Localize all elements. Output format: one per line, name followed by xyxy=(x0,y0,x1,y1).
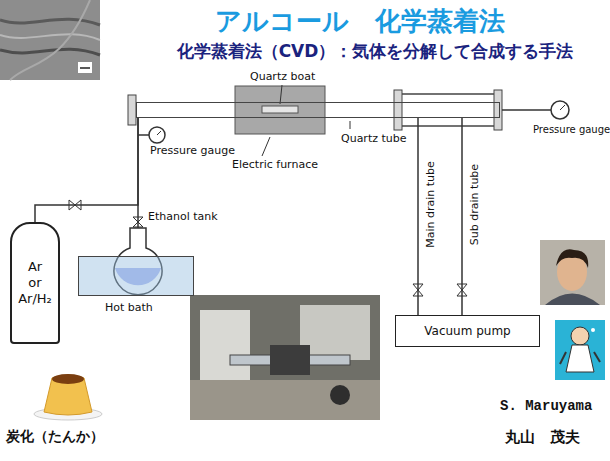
node-text: Quartz tube xyxy=(341,132,407,145)
caramel xyxy=(52,374,84,384)
pipe-connector xyxy=(417,118,419,315)
cartoon-ground xyxy=(555,320,605,380)
photo-caption: 炭化（たんか） xyxy=(6,428,104,446)
node-text: Ethanol tank xyxy=(148,210,218,223)
scale-bar-line xyxy=(80,67,90,69)
cartoon xyxy=(555,320,605,380)
author-name: S. Maruyama xyxy=(500,398,592,414)
electric-furnace xyxy=(235,86,325,134)
gauge-needle xyxy=(560,105,565,110)
tem-ground xyxy=(0,0,100,80)
cartoon-arm xyxy=(560,352,566,364)
portrait-photo xyxy=(540,240,605,305)
slide-title: アルコール 化学蒸着法 xyxy=(110,4,610,39)
node-text: Ar or Ar/H₂ xyxy=(12,259,58,308)
leader-line xyxy=(262,137,270,156)
hot-bath: Hot bath xyxy=(78,256,194,296)
part-name: Pressure gauge xyxy=(533,124,610,135)
gas-cylinder: Ar or Ar/H₂ xyxy=(10,222,60,344)
quartz-tube: Quartz tube xyxy=(136,102,500,118)
pipe-connector xyxy=(137,118,139,228)
photo-ground xyxy=(190,295,380,420)
pudding-photo xyxy=(34,374,102,420)
author-name: 丸山 茂夫 xyxy=(505,428,580,447)
flange xyxy=(128,95,136,125)
sweat-drop xyxy=(591,328,595,332)
gauge-pipe xyxy=(138,134,149,136)
apparatus-photo xyxy=(190,295,380,420)
flange xyxy=(494,90,502,130)
subtitle: 化学蒸着法（CVD）：気体を分解して合成する手法 xyxy=(150,40,600,63)
nanotube-strand xyxy=(0,34,100,40)
node-text: Vacuum pump xyxy=(424,324,510,338)
pudding-body xyxy=(44,375,92,415)
shirt xyxy=(545,294,600,306)
instrument xyxy=(200,310,250,380)
cartoon-body xyxy=(566,345,594,372)
node-text: Hot bath xyxy=(105,301,153,314)
pipe-label: Sub drain tube xyxy=(468,164,481,245)
pipe-connector xyxy=(461,118,463,315)
pipe-label: Main drain tube xyxy=(423,161,436,248)
photo-part xyxy=(330,385,350,405)
nanotube-strand xyxy=(0,19,100,25)
bench xyxy=(190,380,380,420)
photo-furnace xyxy=(270,345,310,375)
instrument xyxy=(300,305,370,360)
cartoon-arm xyxy=(594,352,600,362)
scale-bar xyxy=(78,62,92,73)
quartz-boat xyxy=(262,106,298,113)
pressure-gauge-symbol xyxy=(551,101,569,119)
gauge-pipe xyxy=(502,109,551,111)
photo-ground xyxy=(540,240,605,305)
hair xyxy=(556,249,588,268)
leader-line xyxy=(350,121,351,129)
gauge-needle xyxy=(157,131,161,135)
tem-photo xyxy=(0,0,100,80)
cartoon-head xyxy=(571,327,589,345)
nanotube-strand xyxy=(0,49,100,55)
part-name: Electric furnace xyxy=(232,158,318,171)
part-name: Pressure gauge xyxy=(150,144,235,157)
part-name: Quartz boat xyxy=(250,70,315,83)
flange xyxy=(394,90,402,130)
pressure-gauge-symbol xyxy=(149,127,165,143)
pipe-connector xyxy=(35,118,138,222)
vacuum-pump: Vacuum pump xyxy=(395,315,540,347)
chamber xyxy=(400,94,496,126)
